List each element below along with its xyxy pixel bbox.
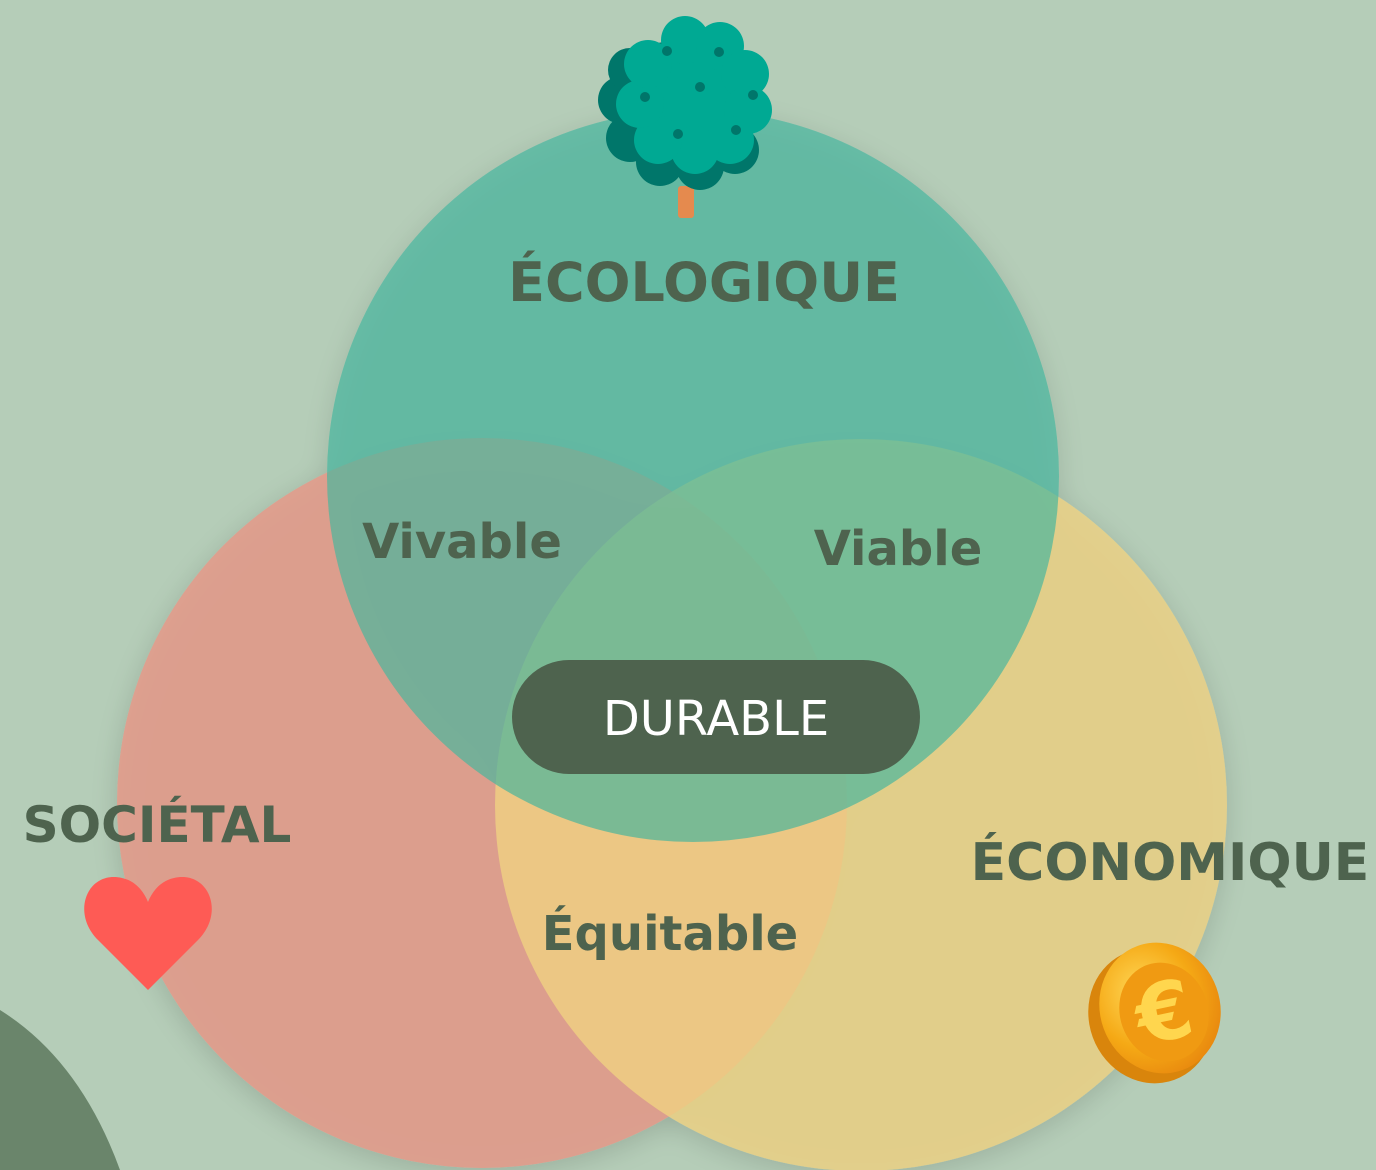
label-viable: Viable bbox=[814, 521, 983, 577]
tree-icon bbox=[598, 16, 772, 218]
circle-ecologique bbox=[327, 110, 1059, 842]
label-ecologique: ÉCOLOGIQUE bbox=[508, 251, 900, 314]
label-vivable: Vivable bbox=[362, 514, 562, 570]
euro-coin-icon: € bbox=[1088, 942, 1221, 1084]
durable-pill bbox=[512, 660, 920, 774]
label-equitable: Équitable bbox=[542, 905, 798, 962]
label-economique: ÉCONOMIQUE bbox=[971, 832, 1370, 893]
label-durable: DURABLE bbox=[603, 691, 829, 747]
durable-badge: DURABLE bbox=[512, 660, 920, 774]
heart-icon bbox=[84, 877, 212, 990]
decorative-blob bbox=[0, 1010, 120, 1170]
venn-circles bbox=[117, 110, 1227, 1170]
label-societal: SOCIÉTAL bbox=[23, 795, 292, 854]
